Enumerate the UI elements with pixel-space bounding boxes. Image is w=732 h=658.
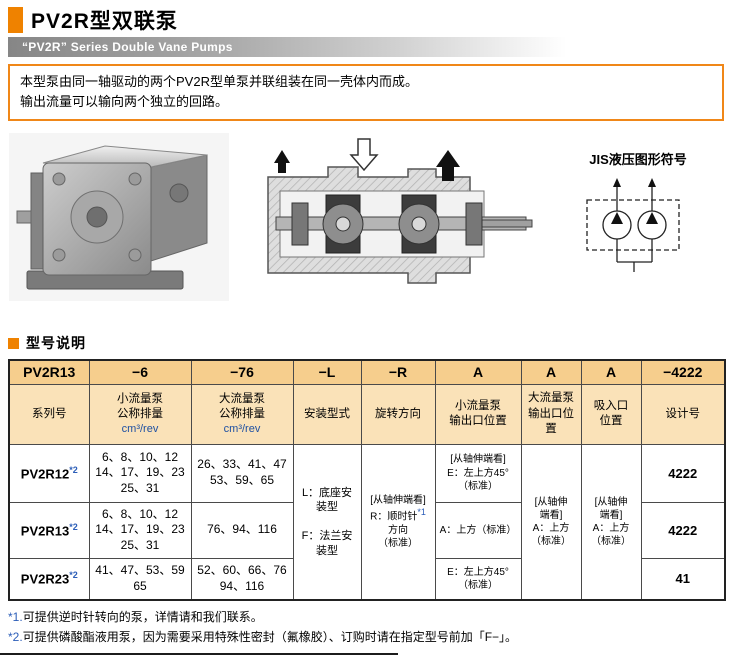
title-accent-block [8, 7, 23, 33]
code-cell: −76 [190, 359, 294, 385]
pump-photo [8, 133, 230, 306]
footnotes: *1.可提供逆时针转向的泵，详情请和我们联系。 *2.可提供磷酸酯液用泵，因为需… [8, 608, 724, 647]
code-cell: −6 [88, 359, 192, 385]
series-name: PV2R12*2 [8, 443, 90, 503]
subtitle-bar: “PV2R” Series Double Vane Pumps [8, 37, 724, 57]
cross-section-image [267, 138, 533, 285]
page-title: PV2R型双联泵 [31, 10, 178, 33]
code-cell: PV2R13 [8, 359, 90, 385]
pump-photo-image [9, 133, 229, 302]
footnote-ref: *2 [69, 464, 78, 475]
large-pump-outlet-cell: [从轴伸 端看] A：上方 （标准） [520, 443, 582, 601]
intro-line-2: 输出流量可以输向两个独立的回路。 [20, 94, 229, 110]
intro-line-1: 本型泵由同一轴驱动的两个PV2R型单泵并联组装在同一壳体内而成。 [20, 74, 418, 89]
mounting-type-cell: L：底座安 装型 F：法兰安 装型 [292, 443, 362, 601]
table-row-pv2r12: PV2R12*2 6、8、10、12 14、17、19、23 25、31 26、… [8, 443, 726, 601]
figures-row: JIS液压图形符号 [8, 133, 724, 319]
model-code-row: PV2R13 −6 −76 −L −R A A A −4222 [8, 359, 726, 385]
title-row: PV2R型双联泵 [8, 5, 724, 35]
rotation-direction-cell: [从轴伸端看] R：顺时针*1 方向 （标准） [360, 443, 436, 601]
code-cell: −4222 [640, 359, 726, 385]
intro-box: 本型泵由同一轴驱动的两个PV2R型单泵并联组装在同一壳体内而成。 输出流量可以输… [8, 64, 724, 122]
header-cell: 系列号 [8, 383, 90, 445]
large-displacement-values: 76、94、116 [190, 501, 294, 559]
small-pump-outlet-cell: E：左上方45° （标准） [434, 557, 522, 601]
left-flow-arrow [274, 150, 290, 174]
suction-port-cell: [从轴伸 端看] A：上方 （标准） [580, 443, 642, 601]
page-subtitle: “PV2R” Series Double Vane Pumps [22, 40, 233, 54]
jis-symbol-label: JIS液压图形符号 [589, 152, 687, 168]
header-cell: 安装型式 [292, 383, 362, 445]
code-cell: A [434, 359, 522, 385]
code-cell: −L [292, 359, 362, 385]
small-displacement-values: 41、47、53、59 65 [88, 557, 192, 601]
series-name: PV2R23*2 [8, 557, 90, 601]
footnote-ref: *2 [69, 570, 78, 581]
model-designation-table: PV2R13 −6 −76 −L −R A A A −4222 系列号 小流量泵… [8, 359, 726, 602]
section-title: 型号说明 [26, 335, 86, 352]
page-bottom-rule [0, 653, 398, 655]
footnote-marker: *1. [8, 610, 23, 625]
header-cell: 大流量泵 输出口位置 [520, 383, 582, 445]
section-bullet-icon [8, 337, 19, 349]
footnote-2: *2.可提供磷酸酯液用泵，因为需要采用特殊性密封（氟橡胶）、订购时请在指定型号前… [8, 629, 518, 644]
large-displacement-values: 26、33、41、47 53、59、65 [190, 443, 294, 503]
footnote-ref: *2 [69, 521, 78, 532]
jis-symbol-block: JIS液压图形符号 [558, 133, 718, 279]
design-number: 4222 [640, 501, 726, 559]
small-pump-outlet-cell: [从轴伸端看] E：左上方45° （标准） [434, 443, 522, 503]
footnote-ref: *1 [417, 507, 426, 518]
model-code-section-header: 型号说明 [8, 333, 724, 353]
code-cell: A [520, 359, 582, 385]
header-cell: 小流量泵 输出口位置 [434, 383, 522, 445]
header-cell: 设计号 [640, 383, 726, 445]
small-displacement-values: 6、8、10、12 14、17、19、23 25、31 [88, 501, 192, 559]
design-number: 4222 [640, 443, 726, 503]
table-row-pv2r23: PV2R23*2 41、47、53、59 65 52、60、66、76 94、1… [8, 557, 726, 601]
suction-flow-arrow [349, 138, 379, 172]
header-cell: 旋转方向 [360, 383, 436, 445]
table-row-pv2r13: PV2R13*2 6、8、10、12 14、17、19、23 25、31 76、… [8, 501, 726, 559]
code-cell: −R [360, 359, 436, 385]
large-displacement-values: 52、60、66、76 94、116 [190, 557, 294, 601]
small-pump-outlet-cell: A：上方（标准） [434, 501, 522, 559]
small-displacement-values: 6、8、10、12 14、17、19、23 25、31 [88, 443, 192, 503]
footnote-marker: *2. [8, 629, 23, 644]
footnote-1: *1.可提供逆时针转向的泵，详情请和我们联系。 [8, 610, 263, 625]
jis-hydraulic-symbol [586, 178, 680, 273]
code-cell: A [580, 359, 642, 385]
series-name: PV2R13*2 [8, 501, 90, 559]
design-number: 41 [640, 557, 726, 601]
header-cell: 吸入口 位置 [580, 383, 642, 445]
pump-cross-section-diagram [240, 137, 540, 314]
discharge-flow-arrow [436, 150, 460, 182]
